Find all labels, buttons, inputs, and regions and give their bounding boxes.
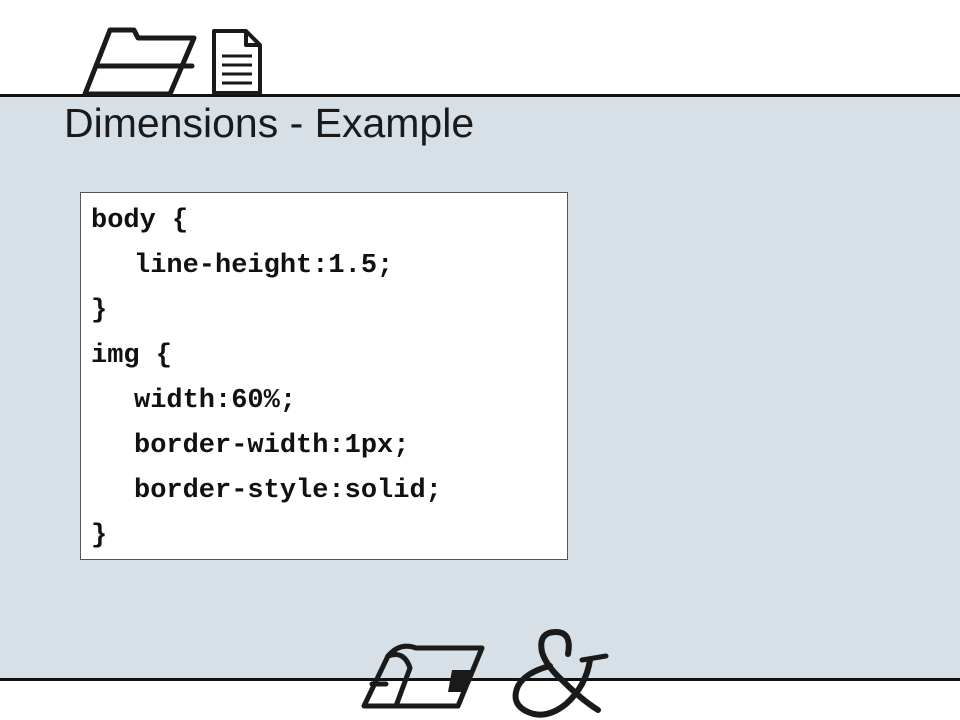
top-rule xyxy=(0,94,960,97)
document-icon xyxy=(212,29,262,95)
ampersand-icon xyxy=(512,629,609,718)
code-line: border-width:1px; xyxy=(134,431,410,461)
code-block: body { line-height:1.5; } img { width:60… xyxy=(80,192,568,560)
bottom-rule xyxy=(0,678,960,681)
code-line: img { xyxy=(91,341,173,371)
slide-title: Dimensions - Example xyxy=(64,100,475,146)
code-line: } xyxy=(91,521,108,551)
folder-icon xyxy=(82,27,197,96)
code-line: border-style:solid; xyxy=(134,476,442,506)
code-line: width:60%; xyxy=(134,386,297,416)
code-line: } xyxy=(91,296,108,326)
code-line: line-height:1.5; xyxy=(134,251,394,281)
mailbox-icon xyxy=(361,643,485,709)
code-line: body { xyxy=(91,206,189,236)
